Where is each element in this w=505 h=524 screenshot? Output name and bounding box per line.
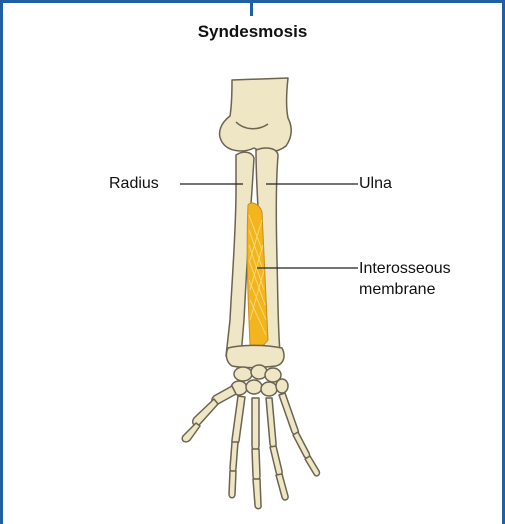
interosseous-label-line2: membrane — [359, 280, 435, 300]
interosseous-label-line1: Interosseous — [359, 259, 451, 279]
carpal-bones — [231, 365, 288, 396]
humerus — [220, 78, 292, 152]
ulna-label: Ulna — [359, 174, 392, 194]
thumb-bones — [182, 386, 236, 442]
finger-bones — [229, 393, 319, 509]
distal-forearm — [226, 345, 284, 367]
radius-label: Radius — [109, 174, 159, 194]
